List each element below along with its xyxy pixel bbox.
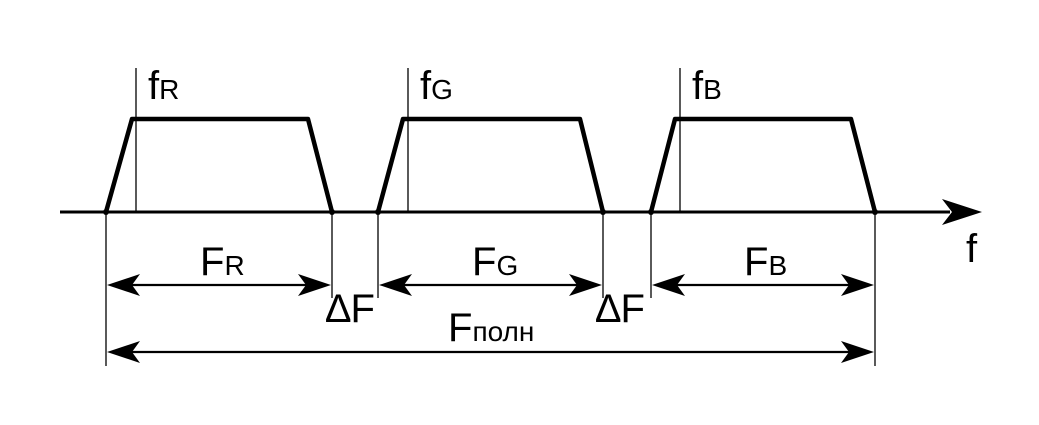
arrow-left-icon: [107, 341, 140, 363]
band-g-trapezoid: [375, 116, 606, 215]
band-g: fG: [375, 64, 606, 215]
gap-label: ∆F: [596, 287, 645, 331]
total-width-label: Fполн: [448, 306, 534, 350]
band-r-width-label: FR: [200, 240, 245, 284]
arrow-right-icon: [569, 274, 602, 296]
arrow-left-icon: [379, 274, 412, 296]
arrow-left-icon: [652, 274, 685, 296]
band-b-trapezoid: [648, 116, 878, 215]
band-b-width-dimension: FB: [652, 240, 874, 296]
band-b-carrier-label: fB: [692, 64, 722, 108]
band-g-width-label: FG: [472, 240, 518, 284]
band-b: fB: [648, 64, 878, 215]
frequency-axis-label: f: [966, 227, 978, 271]
band-g-width-dimension: FG: [379, 240, 602, 296]
band-r-carrier-label: fR: [148, 64, 179, 108]
band-r: fR: [103, 64, 335, 215]
arrow-right-icon: [841, 341, 874, 363]
band-b-width-label: FB: [744, 240, 787, 284]
band-g-carrier-label: fG: [420, 64, 453, 108]
arrow-right-icon: [841, 274, 874, 296]
arrow-left-icon: [107, 274, 140, 296]
band-r-width-dimension: FR: [107, 240, 331, 296]
frequency-axis-arrow-icon: [942, 199, 982, 225]
total-width-dimension: Fполн: [107, 306, 874, 363]
band-r-trapezoid: [103, 116, 335, 215]
gap-label: ∆F: [326, 287, 375, 331]
arrow-right-icon: [298, 274, 331, 296]
